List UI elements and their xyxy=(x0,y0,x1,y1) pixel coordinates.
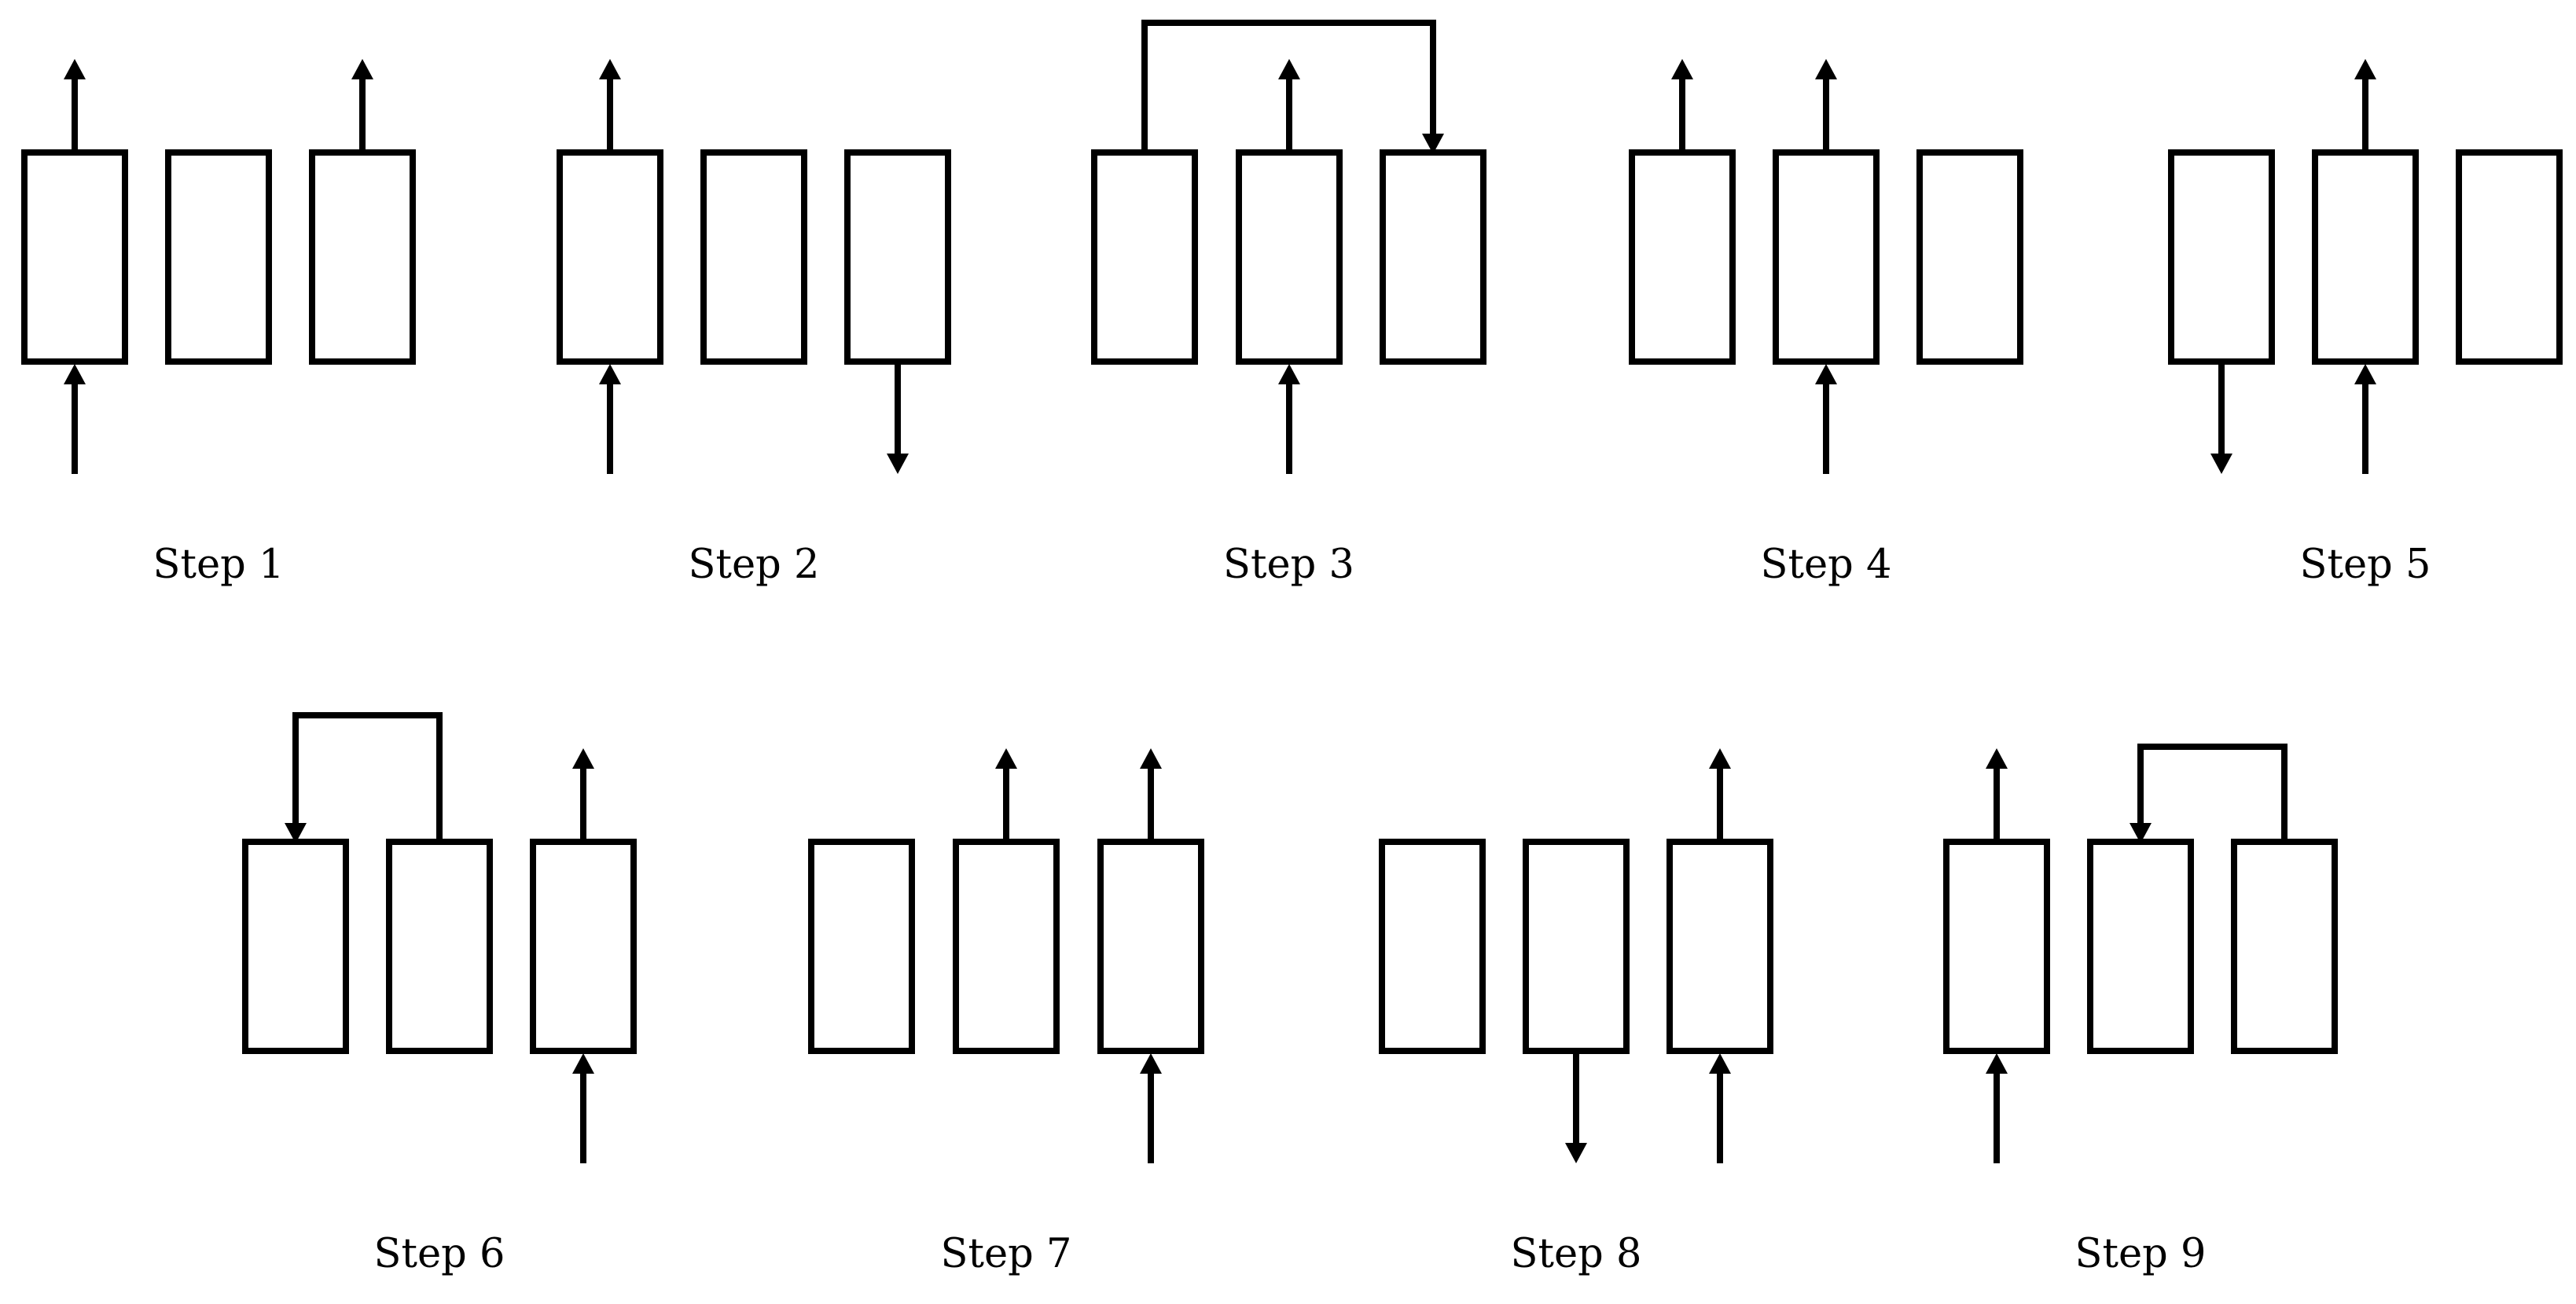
step-8-box-3 xyxy=(1666,839,1773,1054)
down-arrow-out-icon xyxy=(2210,362,2232,474)
down-arrow-out-icon xyxy=(1565,1051,1587,1163)
up-arrow-out-icon xyxy=(2354,59,2376,152)
up-arrow-in-icon xyxy=(1815,364,1837,474)
step-1-box-3 xyxy=(309,149,416,365)
step-5-box-2 xyxy=(2312,149,2419,365)
step-8-box-1 xyxy=(1379,839,1486,1054)
step-4-box-2 xyxy=(1773,149,1880,365)
step-5-box-3 xyxy=(2456,149,2563,365)
step-4-box-3 xyxy=(1916,149,2023,365)
transfer-arrow-icon xyxy=(2130,744,2288,843)
up-arrow-in-icon xyxy=(2354,364,2376,474)
step-6-box-1 xyxy=(242,839,349,1054)
step-7-label: Step 7 xyxy=(941,1231,1072,1277)
up-arrow-in-icon xyxy=(1709,1053,1731,1163)
step-group-9: Step 9 xyxy=(1943,744,2338,1277)
step-group-5: Step 5 xyxy=(2168,59,2563,588)
step-group-6: Step 6 xyxy=(242,712,637,1277)
step-9-box-3 xyxy=(2231,839,2338,1054)
step-group-2: Step 2 xyxy=(557,59,951,588)
step-1-box-1 xyxy=(21,149,128,365)
step-9-box-2 xyxy=(2087,839,2194,1054)
up-arrow-in-icon xyxy=(1278,364,1300,474)
up-arrow-in-icon xyxy=(572,1053,594,1163)
up-arrow-out-icon xyxy=(1815,59,1837,152)
step-9-box-1 xyxy=(1943,839,2050,1054)
step-2-label: Step 2 xyxy=(689,542,820,588)
transfer-arrow-icon xyxy=(285,712,443,843)
step-6-box-3 xyxy=(530,839,637,1054)
up-arrow-in-icon xyxy=(64,364,86,474)
transfer-arrow-icon xyxy=(1141,20,1444,154)
step-8-label: Step 8 xyxy=(1511,1231,1642,1277)
step-group-8: Step 8 xyxy=(1379,748,1773,1277)
step-3-box-1 xyxy=(1091,149,1198,365)
step-1-label: Step 1 xyxy=(153,542,285,588)
step-7-box-1 xyxy=(808,839,915,1054)
down-arrow-out-icon xyxy=(887,362,909,474)
step-1-box-2 xyxy=(165,149,272,365)
step-group-4: Step 4 xyxy=(1629,59,2023,588)
up-arrow-out-icon xyxy=(1140,748,1162,842)
up-arrow-out-icon xyxy=(599,59,621,152)
up-arrow-out-icon xyxy=(995,748,1017,842)
step-5-box-1 xyxy=(2168,149,2275,365)
up-arrow-out-icon xyxy=(1986,748,2008,842)
step-3-box-3 xyxy=(1380,149,1486,365)
up-arrow-in-icon xyxy=(599,364,621,474)
up-arrow-in-icon xyxy=(1986,1053,2008,1163)
step-2-box-2 xyxy=(700,149,807,365)
up-arrow-out-icon xyxy=(1709,748,1731,842)
up-arrow-out-icon xyxy=(1278,59,1300,152)
step-group-3: Step 3 xyxy=(1091,20,1486,588)
step-2-box-3 xyxy=(844,149,951,365)
up-arrow-in-icon xyxy=(1140,1053,1162,1163)
step-9-label: Step 9 xyxy=(2075,1231,2207,1277)
step-4-label: Step 4 xyxy=(1761,542,1892,588)
up-arrow-out-icon xyxy=(351,59,373,152)
step-6-label: Step 6 xyxy=(374,1231,505,1277)
step-4-box-1 xyxy=(1629,149,1736,365)
step-group-1: Step 1 xyxy=(21,59,416,588)
step-3-label: Step 3 xyxy=(1223,542,1354,588)
step-2-box-1 xyxy=(557,149,663,365)
step-3-box-2 xyxy=(1236,149,1343,365)
step-group-7: Step 7 xyxy=(808,748,1204,1277)
up-arrow-out-icon xyxy=(572,748,594,842)
up-arrow-out-icon xyxy=(1671,59,1693,152)
step-8-box-2 xyxy=(1523,839,1630,1054)
step-7-box-2 xyxy=(953,839,1060,1054)
step-7-box-3 xyxy=(1097,839,1204,1054)
step-5-label: Step 5 xyxy=(2300,542,2431,588)
up-arrow-out-icon xyxy=(64,59,86,152)
step-6-box-2 xyxy=(386,839,493,1054)
